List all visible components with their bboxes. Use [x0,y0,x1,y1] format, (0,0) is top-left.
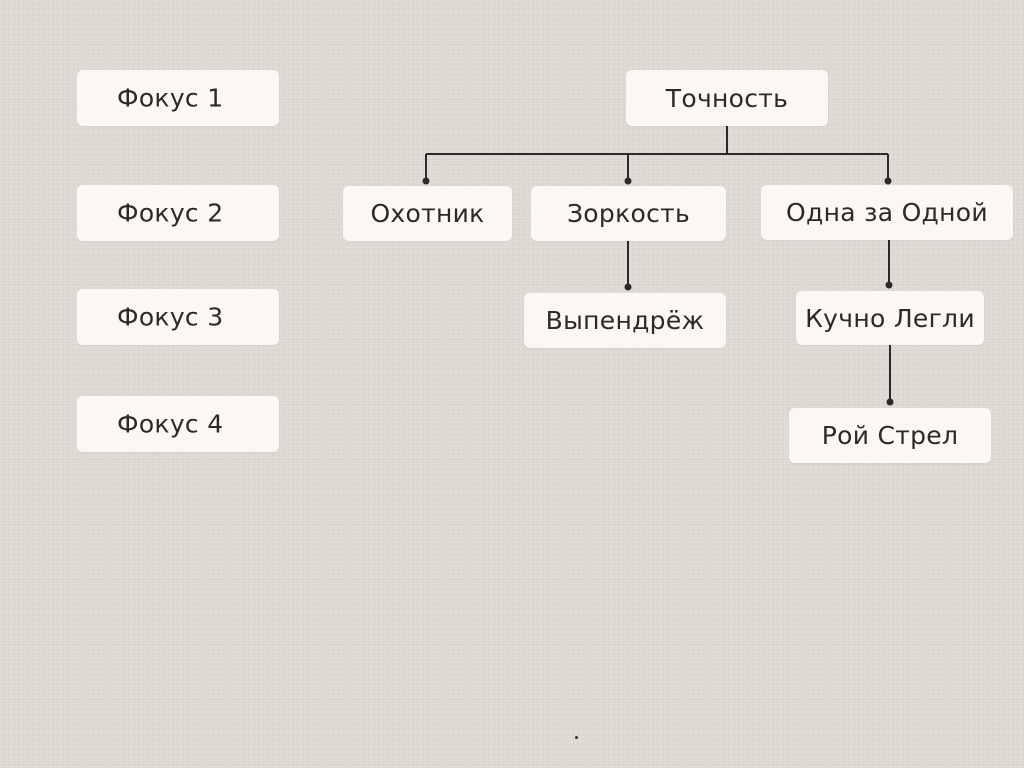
node-label: Рой Стрел [821,421,959,450]
connector-dot [422,177,430,185]
node-root-tochnost[interactable]: Точность [626,70,828,126]
focus-item-4[interactable]: Фокус 4 [77,396,279,452]
focus-item-label: Фокус 3 [117,302,224,332]
connector-dot [885,281,893,289]
node-label: Точность [665,83,789,113]
connector-dot [886,398,894,406]
focus-item-3[interactable]: Фокус 3 [77,289,279,345]
node-label: Охотник [370,199,485,228]
node-roi-strel[interactable]: Рой Стрел [789,408,991,463]
focus-item-label: Фокус 4 [117,409,224,439]
node-ohotnik[interactable]: Охотник [343,186,512,241]
node-label: Выпендрёж [545,306,705,335]
node-zorkost[interactable]: Зоркость [531,186,726,241]
focus-item-label: Фокус 1 [117,83,224,113]
node-kuchno-legli[interactable]: Кучно Легли [796,291,984,345]
focus-item-1[interactable]: Фокус 1 [77,70,279,126]
node-label: Зоркость [566,199,691,228]
connector-dot [884,177,892,185]
node-vypendrezh[interactable]: Выпендрёж [524,293,726,348]
background-speck [575,736,578,739]
node-odna-za-odnoy[interactable]: Одна за Одной [761,185,1013,240]
connector-dot [624,283,632,291]
focus-item-label: Фокус 2 [117,198,224,228]
node-label: Одна за Одной [786,198,988,227]
connector-dot [624,177,632,185]
focus-item-2[interactable]: Фокус 2 [77,185,279,241]
node-label: Кучно Легли [805,303,975,333]
